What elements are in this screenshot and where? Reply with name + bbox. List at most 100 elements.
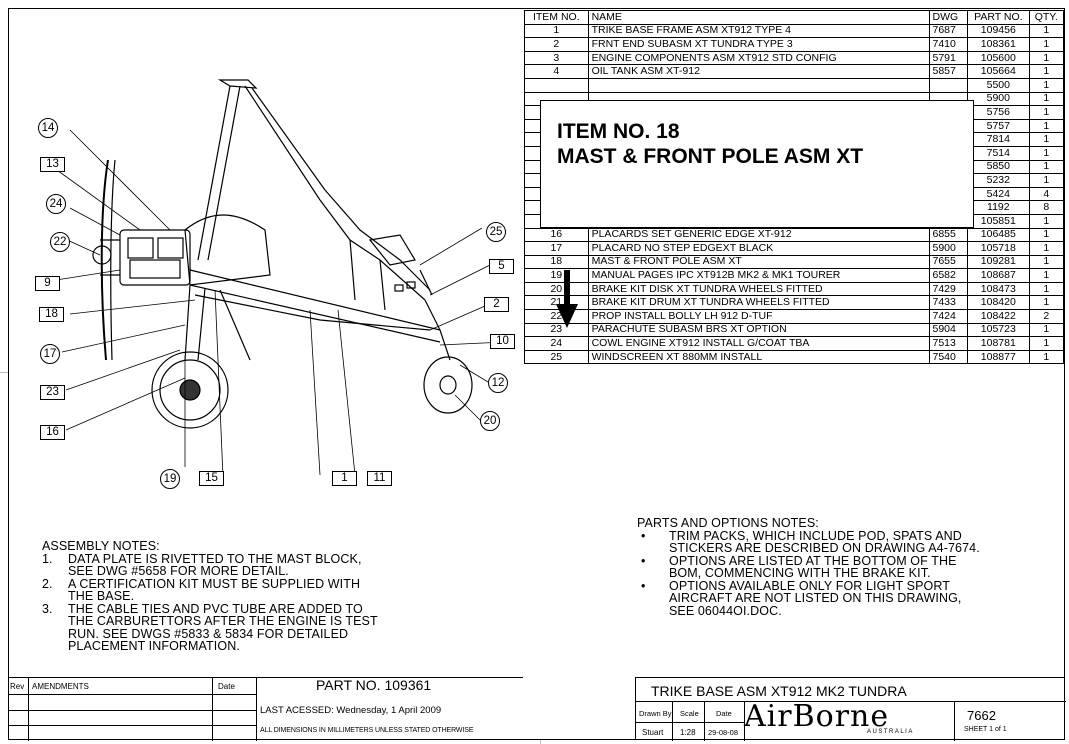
bom-cell-dwg: 7410 — [928, 37, 969, 52]
bom-cell-dwg: 5857 — [928, 64, 969, 79]
parts-note-marker: • — [641, 553, 646, 568]
bom-cell-qty: 1 — [1028, 213, 1065, 229]
bom-cell-dwg: 7513 — [928, 336, 969, 351]
bom-cell-part-no: 7814 — [967, 132, 1030, 147]
bom-cell-dwg: 5904 — [928, 322, 969, 338]
bom-cell-name: PARACHUTE SUBASM BRS XT OPTION — [587, 322, 930, 338]
bom-cell-dwg: 7433 — [928, 295, 969, 311]
balloon-25: 25 — [486, 222, 506, 242]
bom-cell-name: COWL ENGINE XT912 INSTALL G/COAT TBA — [587, 336, 930, 351]
assembly-note-text: THE BASE. — [68, 589, 135, 603]
callout-item-no: ITEM NO. 18 — [557, 120, 680, 143]
bom-cell-qty: 1 — [1028, 268, 1065, 283]
balloon-14: 14 — [38, 118, 58, 138]
bom-cell-qty: 1 — [1028, 105, 1065, 120]
bom-cell-item-no — [524, 77, 589, 93]
part-number: PART NO. 109361 — [316, 677, 432, 693]
assembly-note-marker: 2. — [42, 576, 53, 591]
bom-cell-part-no: 5232 — [967, 173, 1030, 188]
parts-note-marker — [637, 605, 669, 618]
bom-cell-name: PLACARDS SET GENERIC EDGE XT-912 — [587, 227, 930, 243]
assembly-note-text: A CERTIFICATION KIT MUST BE SUPPLIED WIT… — [68, 576, 361, 591]
parts-note-text: AIRCRAFT ARE NOT LISTED ON THIS DRAWING, — [669, 591, 962, 605]
bom-cell-dwg — [928, 77, 969, 93]
bom-cell-item-no: 1 — [524, 23, 589, 39]
bom-cell-qty: 1 — [1028, 349, 1065, 365]
bom-cell-dwg: 7540 — [928, 349, 969, 365]
parts-note-line: BOM, COMMENCING WITH THE BRAKE KIT. — [637, 567, 980, 580]
title-block: TRIKE BASE ASM XT912 MK2 TUNDRA Drawn By… — [635, 677, 1066, 741]
bom-cell-qty: 1 — [1028, 37, 1065, 52]
bom-cell-part-no: 105851 — [967, 213, 1030, 229]
balloon-13: 13 — [40, 157, 65, 172]
bom-cell-part-no: 108781 — [967, 336, 1030, 351]
bom-cell-part-no: 105723 — [967, 322, 1030, 338]
bom-cell-part-no: 5757 — [967, 118, 1030, 134]
bom-cell-item-no: 4 — [524, 64, 589, 79]
bom-cell-qty: 4 — [1028, 186, 1065, 202]
parts-note-text: STICKERS ARE DESCRIBED ON DRAWING A4-767… — [669, 541, 980, 555]
bom-cell-dwg: 6582 — [928, 268, 969, 283]
bom-cell-part-no: 105664 — [967, 64, 1030, 79]
bom-cell-item-no: 25 — [524, 349, 589, 365]
balloon-9: 9 — [35, 276, 60, 291]
bom-cell-part-no: 108687 — [967, 268, 1030, 283]
balloon-22: 22 — [50, 232, 70, 252]
bom-cell-part-no: 7514 — [967, 145, 1030, 161]
border-ref-tick-left — [0, 372, 8, 373]
bom-cell-item-no: 16 — [524, 227, 589, 243]
drawn-by-value: Stuart — [642, 728, 664, 737]
assembly-note-line: PLACEMENT INFORMATION. — [42, 640, 378, 653]
bom-header-item-no: ITEM NO. — [524, 10, 589, 25]
bom-cell-qty: 8 — [1028, 200, 1065, 215]
parts-note-marker: • — [641, 578, 646, 593]
bom-cell-part-no: 109456 — [967, 23, 1030, 39]
bom-cell-qty: 1 — [1028, 64, 1065, 79]
bom-cell-name: PROP INSTALL BOLLY LH 912 D-TUF — [587, 309, 930, 324]
bom-cell-dwg: 7424 — [928, 309, 969, 324]
logo-subtext: AUSTRALIA — [867, 729, 914, 735]
bom-cell-item-no: 17 — [524, 241, 589, 256]
amend-date-label: Date — [218, 682, 235, 691]
parts-note-text: OPTIONS ARE LISTED AT THE BOTTOM OF THE — [669, 553, 957, 568]
bom-cell-part-no: 5756 — [967, 105, 1030, 120]
parts-note-line: STICKERS ARE DESCRIBED ON DRAWING A4-767… — [637, 542, 980, 555]
bom-cell-qty: 1 — [1028, 145, 1065, 161]
bom-cell-qty: 1 — [1028, 281, 1065, 297]
assembly-note-text: THE CABLE TIES AND PVC TUBE ARE ADDED TO — [68, 601, 363, 616]
parts-note-line: • OPTIONS ARE LISTED AT THE BOTTOM OF THE — [637, 553, 980, 568]
bom-cell-part-no: 108473 — [967, 281, 1030, 297]
assembly-notes: ASSEMBLY NOTES: 1.DATA PLATE IS RIVETTED… — [42, 540, 378, 653]
parts-note-text: BOM, COMMENCING WITH THE BRAKE KIT. — [669, 566, 931, 580]
balloon-16: 16 — [40, 425, 65, 440]
parts-note-text: OPTIONS AVAILABLE ONLY FOR LIGHT SPORT — [669, 578, 950, 593]
bom-cell-qty: 2 — [1028, 309, 1065, 324]
bom-cell-part-no: 108422 — [967, 309, 1030, 324]
assembly-note-text: PLACEMENT INFORMATION. — [68, 639, 240, 653]
last-accessed: LAST ACESSED: Wednesday, 1 April 2009 — [260, 705, 442, 716]
bom-cell-part-no: 105718 — [967, 241, 1030, 256]
bom-cell-name: MAST & FRONT POLE ASM XT — [587, 254, 930, 270]
bom-cell-qty: 1 — [1028, 159, 1065, 175]
sheet-number: SHEET 1 of 1 — [964, 726, 1007, 733]
bom-cell-qty: 1 — [1028, 254, 1065, 270]
parts-note-marker — [637, 542, 669, 555]
bom-cell-qty: 1 — [1028, 23, 1065, 39]
bom-cell-name: FRNT END SUBASM XT TUNDRA TYPE 3 — [587, 37, 930, 52]
parts-note-text: TRIM PACKS, WHICH INCLUDE POD, SPATS AND — [669, 528, 962, 543]
bom-cell-part-no: 108877 — [967, 349, 1030, 365]
balloon-18: 18 — [39, 307, 64, 322]
bom-cell-dwg: 6855 — [928, 227, 969, 243]
bom-cell-qty: 1 — [1028, 173, 1065, 188]
date-label: Date — [716, 709, 732, 718]
bom-cell-item-no: 3 — [524, 50, 589, 66]
airborne-logo: AirBorne AUSTRALIA — [744, 699, 949, 739]
assembly-note-line: 2. A CERTIFICATION KIT MUST BE SUPPLIED W… — [42, 576, 378, 591]
bom-cell-dwg: 5900 — [928, 241, 969, 256]
bom-cell-part-no: 108420 — [967, 295, 1030, 311]
bom-cell-qty: 1 — [1028, 322, 1065, 338]
